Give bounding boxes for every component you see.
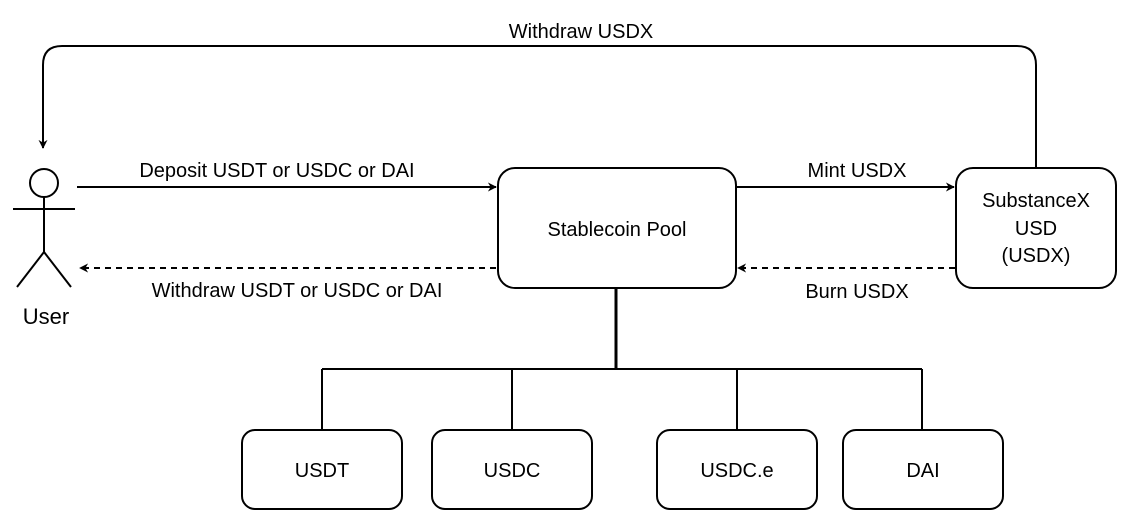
- edge-label-mint: Mint USDX: [808, 160, 907, 182]
- substancex-label-line-1: SubstanceX: [982, 190, 1090, 212]
- substancex-label-line-3: (USDX): [1002, 245, 1071, 267]
- edge-withdraw-usdx: [38, 45, 1037, 167]
- stablecoin-pool-label: Stablecoin Pool: [548, 219, 687, 241]
- token-usdc-node: USDC: [431, 429, 593, 510]
- substancex-usd-node: SubstanceX USD (USDX): [955, 167, 1117, 289]
- edge-label-deposit: Deposit USDT or USDC or DAI: [139, 160, 414, 182]
- edge-label-withdraw-stables: Withdraw USDT or USDC or DAI: [152, 280, 443, 302]
- pool-token-connectors: [321, 289, 923, 430]
- user-actor: User: [13, 168, 75, 329]
- token-dai-node: DAI: [842, 429, 1004, 510]
- token-usdce-node: USDC.e: [656, 429, 818, 510]
- token-usdce-label: USDC.e: [700, 460, 773, 482]
- edge-label-burn: Burn USDX: [805, 281, 908, 303]
- token-usdt-label: USDT: [295, 460, 349, 482]
- token-usdc-label: USDC: [484, 460, 541, 482]
- user-label: User: [23, 304, 69, 329]
- token-usdt-node: USDT: [241, 429, 403, 510]
- token-dai-label: DAI: [906, 460, 939, 482]
- edge-label-withdraw-usdx: Withdraw USDX: [509, 21, 653, 43]
- stick-figure-icon: [13, 168, 75, 288]
- substancex-label-line-2: USD: [1015, 218, 1057, 240]
- stablecoin-pool-node: Stablecoin Pool: [497, 167, 737, 289]
